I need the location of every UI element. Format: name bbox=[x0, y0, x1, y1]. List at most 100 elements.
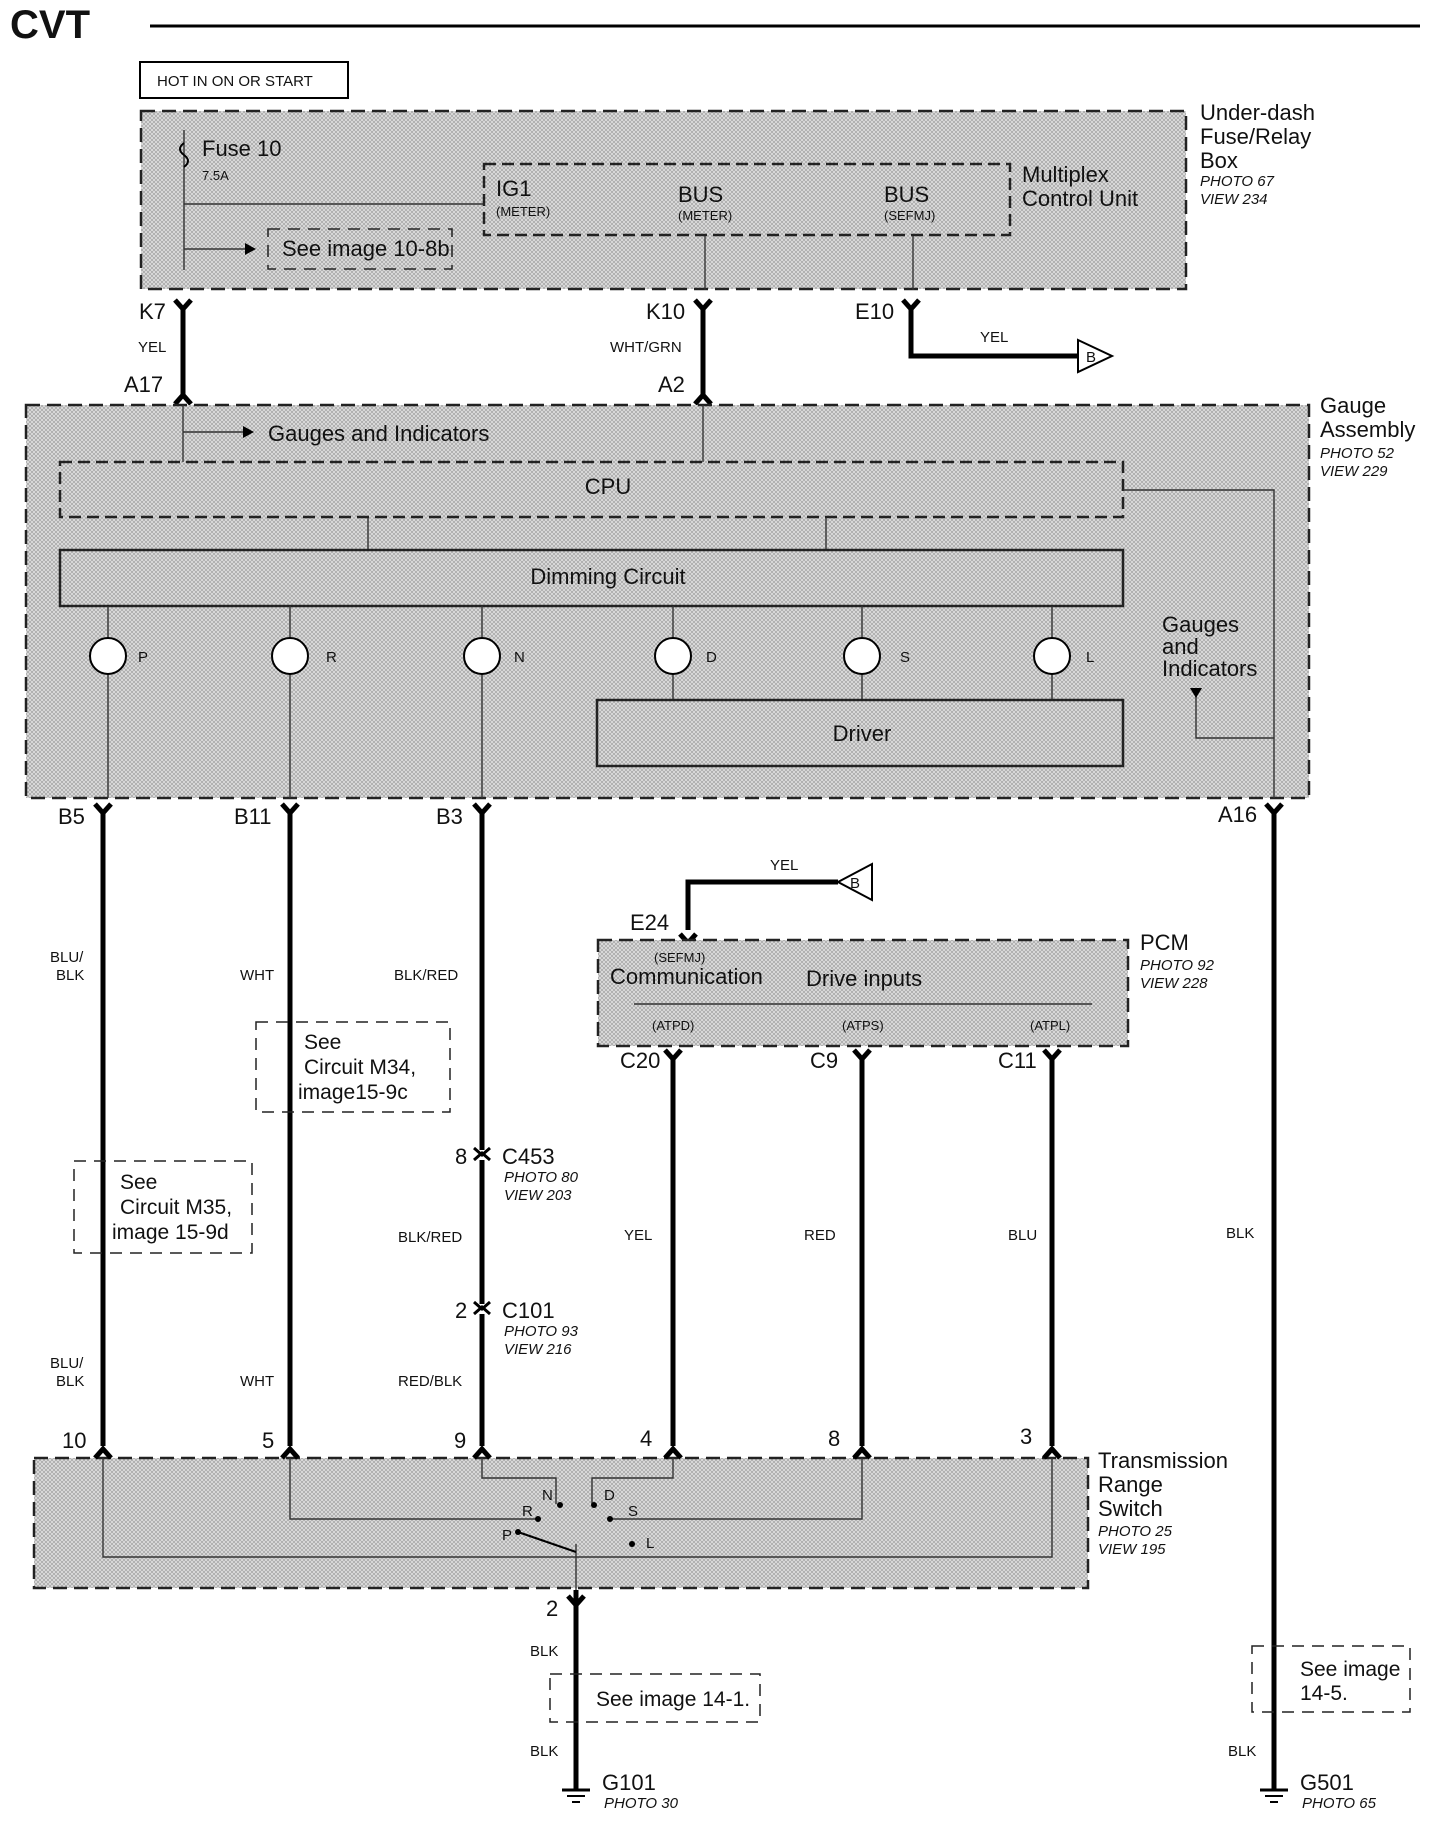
bulb-icon bbox=[271, 637, 309, 675]
wire-blk-red-mid: BLK/RED bbox=[398, 1229, 462, 1246]
svg-text:VIEW 216: VIEW 216 bbox=[504, 1341, 572, 1358]
wire-blu-c11: BLU bbox=[1008, 1227, 1037, 1244]
pcm-atps: (ATPS) bbox=[842, 1018, 884, 1033]
gauge-title-2: Assembly bbox=[1320, 417, 1415, 442]
trs-pin-5: 5 bbox=[262, 1428, 274, 1453]
connector-c101: 2 C101 PHOTO 93 VIEW 216 bbox=[455, 1298, 579, 1358]
fuse-icon bbox=[179, 142, 189, 168]
gauge-title-1: Gauge bbox=[1320, 393, 1386, 418]
svg-text:Circuit M35,: Circuit M35, bbox=[120, 1196, 232, 1219]
svg-text:14-5.: 14-5. bbox=[1300, 1682, 1348, 1705]
trs-view: VIEW 195 bbox=[1098, 1541, 1166, 1558]
pin-k7: K7 bbox=[139, 299, 166, 324]
gauges-right-3: Indicators bbox=[1162, 656, 1257, 681]
pcm-view: VIEW 228 bbox=[1140, 975, 1208, 992]
wire-blk-red-top: BLK/RED bbox=[394, 967, 458, 984]
power-source-label: HOT IN ON OR START bbox=[157, 73, 313, 90]
fuse-relay-box: Under-dash Fuse/Relay Box PHOTO 67 VIEW … bbox=[139, 100, 1315, 291]
indicator-label-n: N bbox=[514, 649, 525, 666]
wire-blu-blk-bottom-2: BLK bbox=[56, 1373, 84, 1390]
gauge-photo: PHOTO 52 bbox=[1320, 445, 1395, 462]
svg-text:PHOTO 80: PHOTO 80 bbox=[504, 1169, 579, 1186]
power-source-box bbox=[139, 61, 349, 99]
svg-text:8: 8 bbox=[455, 1144, 467, 1169]
svg-text:G101: G101 bbox=[602, 1770, 656, 1795]
indicator-n: N bbox=[463, 606, 525, 798]
wire-blk-g101-top: BLK bbox=[530, 1643, 558, 1660]
mcu-bus-sefmj-sub: (SEFMJ) bbox=[884, 208, 935, 223]
svg-text:image 15-9d: image 15-9d bbox=[112, 1221, 229, 1244]
bulb-icon bbox=[463, 637, 501, 675]
wire-wht-bottom: WHT bbox=[240, 1373, 274, 1390]
pcm-drive-inputs: Drive inputs bbox=[806, 966, 922, 991]
ground-g101: G101 PHOTO 30 bbox=[562, 1770, 679, 1812]
indicator-r: R bbox=[271, 606, 337, 798]
trs-pos-p: P bbox=[502, 1527, 512, 1544]
svg-text:PHOTO 30: PHOTO 30 bbox=[604, 1795, 679, 1812]
pin-k10: K10 bbox=[646, 299, 685, 324]
driver-label: Driver bbox=[833, 721, 892, 746]
pcm-sefmj: (SEFMJ) bbox=[654, 950, 705, 965]
fusebox-view: VIEW 234 bbox=[1200, 191, 1268, 208]
gauges-right-1: Gauges bbox=[1162, 612, 1239, 637]
pin-b11: B11 bbox=[234, 804, 272, 829]
wire-blk-g501: BLK bbox=[1228, 1743, 1256, 1760]
trs-pin-3: 3 bbox=[1020, 1424, 1032, 1449]
pin-c9: C9 bbox=[810, 1048, 838, 1073]
arrow-down-icon bbox=[1190, 688, 1202, 698]
gauges-right-2: and bbox=[1162, 634, 1199, 659]
svg-text:PHOTO 65: PHOTO 65 bbox=[1302, 1795, 1377, 1812]
arrow-right-icon bbox=[243, 426, 254, 438]
pcm: B YEL E24 PCM PHOTO 92 VIEW 228 (SEFMJ) … bbox=[596, 857, 1215, 1073]
switch-arm bbox=[517, 1531, 577, 1553]
top-wiring: K7 K10 E10 B YEL WHT/GRN YEL A17 A2 bbox=[124, 298, 1115, 406]
page-title: CVT bbox=[10, 3, 90, 47]
trs-title-1: Transmission bbox=[1098, 1448, 1228, 1473]
wire-blk-a16: BLK bbox=[1226, 1225, 1254, 1242]
wire-blu-blk-top-2: BLK bbox=[56, 967, 84, 984]
gauge-pins: B5 B11 B3 A16 bbox=[58, 802, 1284, 829]
wire-red-c9: RED bbox=[804, 1227, 836, 1244]
trs-pos-n: N bbox=[542, 1487, 553, 1504]
mcu-ig1: IG1 bbox=[496, 176, 531, 201]
pin-a2: A2 bbox=[658, 372, 685, 397]
b-flag-in bbox=[835, 862, 873, 902]
trs-pin-4: 4 bbox=[640, 1426, 652, 1451]
mcu-title-2: Control Unit bbox=[1022, 186, 1138, 211]
indicator-label-d: D bbox=[706, 649, 717, 666]
connector-c453: 8 C453 PHOTO 80 VIEW 203 bbox=[455, 1144, 579, 1204]
pin-e10: E10 bbox=[855, 299, 894, 324]
pin-e24: E24 bbox=[630, 910, 669, 935]
see-image-10-8b: See image 10-8b bbox=[282, 236, 450, 261]
transmission-range-switch: Transmission Range Switch PHOTO 25 VIEW … bbox=[32, 1424, 1228, 1621]
svg-text:VIEW 203: VIEW 203 bbox=[504, 1187, 572, 1204]
wire-blu-blk-top-1: BLU/ bbox=[50, 949, 84, 966]
indicator-l: L bbox=[1033, 606, 1094, 700]
trs-pos-s: S bbox=[628, 1503, 638, 1520]
gauge-view: VIEW 229 bbox=[1320, 463, 1388, 480]
wire-red-blk: RED/BLK bbox=[398, 1373, 462, 1390]
trs-pin-10: 10 bbox=[62, 1428, 86, 1453]
dimming-circuit-block bbox=[58, 548, 1125, 608]
pin-b3: B3 bbox=[436, 804, 463, 829]
b-flag-out bbox=[1077, 338, 1115, 374]
pin-a17: A17 bbox=[124, 372, 163, 397]
fuse-label: Fuse 10 bbox=[202, 136, 282, 161]
mcu-bus-meter: BUS bbox=[678, 182, 723, 207]
trs-pos-r: R bbox=[522, 1503, 533, 1520]
indicator-label-r: R bbox=[326, 649, 337, 666]
wire-yel-e10: YEL bbox=[980, 329, 1008, 346]
trs-pos-l: L bbox=[646, 1535, 654, 1552]
multiplex-control-unit bbox=[482, 162, 1012, 237]
mcu-bus-meter-sub: (METER) bbox=[678, 208, 732, 223]
gauge-assembly: Gauge Assembly PHOTO 52 VIEW 229 Gauges … bbox=[24, 393, 1415, 800]
note-circuit-m34: See Circuit M34, image15-9c bbox=[255, 1021, 451, 1113]
svg-text:See: See bbox=[120, 1171, 157, 1194]
main-wires bbox=[100, 810, 1277, 1790]
note-see-image-14-1: See image 14-1. bbox=[549, 1673, 761, 1723]
svg-text:See image 14-1.: See image 14-1. bbox=[596, 1688, 750, 1711]
trs-pin-8: 8 bbox=[828, 1426, 840, 1451]
trs-pin-2: 2 bbox=[546, 1596, 558, 1621]
indicator-s: S bbox=[843, 606, 910, 700]
fusebox-photo: PHOTO 67 bbox=[1200, 173, 1275, 190]
